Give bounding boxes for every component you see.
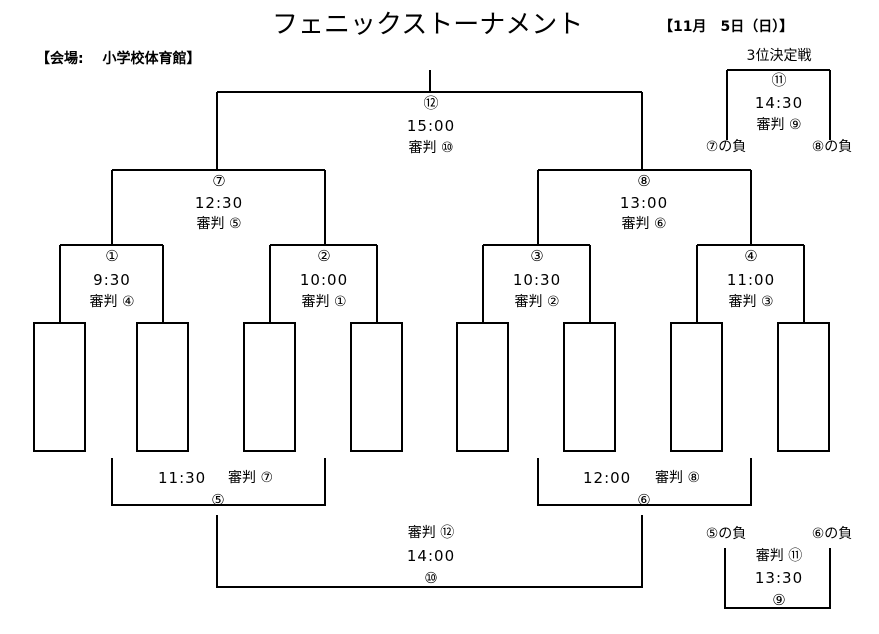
final-referee: 審判 ⑩ [408,140,454,156]
consolation-right-match-number: ⑥ [637,491,651,509]
match2-number: ② [317,247,331,265]
match3-time: 10:30 [512,271,562,289]
semi-left-referee: 審判 ⑤ [196,216,242,232]
venue-label: 【会場: 小学校体育館】 [36,51,201,67]
consolation-right-referee: 審判 ⑧ [655,470,701,486]
fifth-place-right-team: ⑥の負 [811,526,853,542]
final-time: 15:00 [406,117,456,135]
fifth-place-left-team: ⑤の負 [705,526,747,542]
semi-left-time: 12:30 [194,194,244,212]
semi-right-referee: 審判 ⑥ [621,216,667,232]
match3-bracket-line [482,244,591,322]
match1-bracket-line [59,244,164,322]
match4-time: 11:00 [726,271,776,289]
semi-right-time: 13:00 [619,194,669,212]
consolation-left-bracket-line [111,458,326,506]
fifth-place-bracket-line [724,548,831,609]
match2-bracket-line [269,244,378,322]
team-box [563,322,616,452]
event-date: 【11月 5日（日）】 [659,19,794,35]
team-box [670,322,723,452]
fifth-place-referee: 審判 ⑪ [755,548,803,564]
consolation-left-match-number: ⑤ [211,491,225,509]
consolation-final-match-number: ⑩ [424,569,438,587]
consolation-final-bracket-line [216,515,643,588]
team-box [243,322,296,452]
semi-left-match-number: ⑦ [212,172,226,190]
match1-referee: 審判 ④ [89,294,135,310]
final-bracket-line [216,70,643,170]
semi-right-match-number: ⑧ [637,172,651,190]
third-place-referee: 審判 ⑨ [756,117,802,133]
final-match-number: ⑫ [423,94,439,112]
consolation-right-time: 12:00 [583,469,632,487]
match1-time: 9:30 [93,271,131,289]
consolation-right-bracket-line [537,458,752,506]
third-place-left-team: ⑦の負 [705,139,747,155]
third-place-label: 3位決定戦 [746,48,812,64]
team-box [350,322,403,452]
team-box [33,322,86,452]
consolation-final-referee: 審判 ⑫ [407,525,455,541]
match4-number: ④ [744,247,758,265]
fifth-place-match-number: ⑨ [772,591,786,609]
third-place-time: 14:30 [754,94,804,112]
match4-bracket-line [696,244,805,322]
team-box [136,322,189,452]
third-place-match-number: ⑪ [771,71,787,89]
semi-right-bracket-line [537,169,752,245]
team-box [456,322,509,452]
third-place-bracket-line [726,69,831,140]
fifth-place-time: 13:30 [754,569,804,587]
match2-time: 10:00 [299,271,349,289]
consolation-final-time: 14:00 [406,547,456,565]
match2-referee: 審判 ① [301,294,347,310]
match4-referee: 審判 ③ [728,294,774,310]
page-title: フェニックストーナメント [272,10,584,40]
match3-referee: 審判 ② [514,294,560,310]
third-place-right-team: ⑧の負 [811,139,853,155]
team-box [777,322,830,452]
semi-left-bracket-line [111,169,326,245]
match1-number: ① [105,247,119,265]
consolation-left-referee: 審判 ⑦ [228,470,274,486]
consolation-left-time: 11:30 [158,469,207,487]
match3-number: ③ [530,247,544,265]
